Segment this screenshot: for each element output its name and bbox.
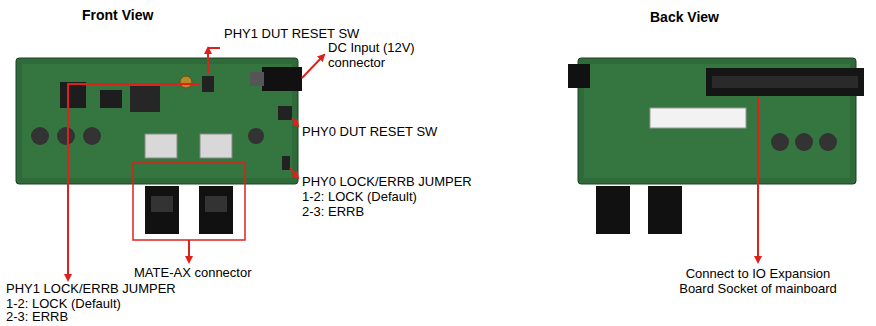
dc-connector xyxy=(262,67,302,91)
part-label: PHY1 DUT RESET SW xyxy=(224,26,359,41)
phy0-reset-switch xyxy=(278,106,292,120)
part-label: PHY0 DUT RESET SW xyxy=(302,124,437,139)
mate-ax-connector xyxy=(145,186,179,234)
part-label: PHY1 LOCK/ERRB JUMPER xyxy=(6,281,176,296)
highlight-bracket xyxy=(133,163,245,240)
pin-setting: 2-3: ERRB xyxy=(302,204,364,219)
part-label: PHY0 LOCK/ERRB JUMPER xyxy=(302,174,472,189)
pin-setting: 2-3: ERRB xyxy=(6,309,68,324)
part-label: DC Input (12V) connector xyxy=(328,40,428,70)
leader-lines xyxy=(68,48,758,280)
pin-setting: 1-2: LOCK (Default) xyxy=(6,296,121,311)
phy1-reset-switch xyxy=(202,76,214,92)
io-socket xyxy=(706,68,864,96)
part-label: Connect to IO Expansion Board Socket of … xyxy=(668,266,848,296)
mate-ax-connector xyxy=(199,186,233,234)
view-heading: Back View xyxy=(650,10,719,25)
pcb-front xyxy=(16,58,298,184)
pin-setting: 1-2: LOCK (Default) xyxy=(302,189,417,204)
part-label: MATE-AX connector xyxy=(134,265,252,280)
view-heading: Front View xyxy=(82,8,153,23)
